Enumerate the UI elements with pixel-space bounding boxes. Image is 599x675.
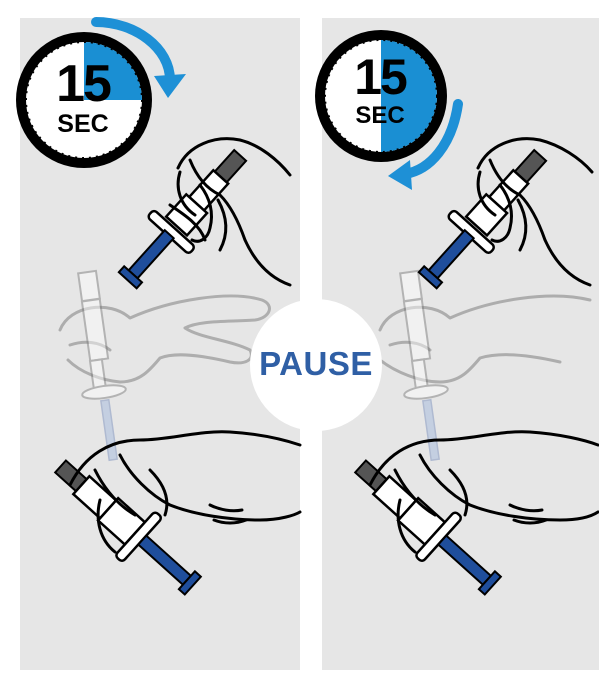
left-timer-number: 15: [38, 58, 128, 110]
left-timer-unit: SEC: [38, 112, 128, 137]
right-timer-unit: SEC: [337, 104, 423, 128]
right-timer-number: 15: [337, 52, 423, 102]
pause-label: PAUSE: [246, 344, 386, 384]
